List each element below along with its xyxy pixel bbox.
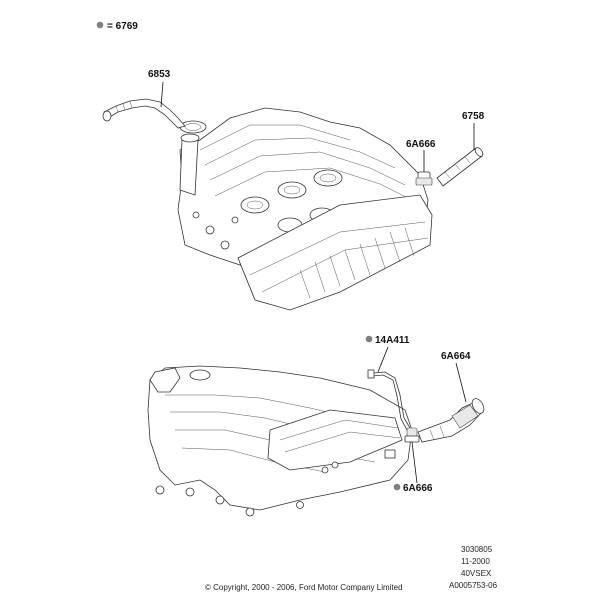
copyright-notice: © Copyright, 2000 - 2006, Ford Motor Com… <box>205 583 403 592</box>
callout-14A411-marker <box>365 335 373 343</box>
stamp-line-3: 40VSEX <box>461 569 492 578</box>
pcv-valve-lower <box>404 427 420 443</box>
callout-6A666-lower-marker <box>393 483 401 491</box>
callout-6A666-lower: 6A666 <box>403 483 433 494</box>
callout-6853: 6853 <box>148 69 171 80</box>
manifold-bolt-holes <box>155 485 304 517</box>
lower-intake-manifold <box>147 365 413 517</box>
tube-6758 <box>436 147 484 187</box>
legend-marker-dot <box>96 21 104 29</box>
legend: = 6769 <box>96 21 138 32</box>
pcv-valve-upper <box>415 171 433 186</box>
reference-stamp: 3030805 11-2000 40VSEX A0005753-06 <box>449 545 498 590</box>
stamp-line-4: A0005753-06 <box>449 581 498 590</box>
hose-assembly-6A664 <box>417 398 485 443</box>
upper-engine-assembly <box>177 107 433 311</box>
breather-hose-6853 <box>102 98 186 129</box>
callout-6A664: 6A664 <box>441 351 471 362</box>
stamp-line-2: 11-2000 <box>461 557 490 566</box>
callouts: 6853 6A666 6758 14A411 6A664 6A666 <box>148 69 485 494</box>
vacuum-line-14A411 <box>367 369 411 431</box>
callout-6A666-upper: 6A666 <box>406 139 436 150</box>
legend-text: = 6769 <box>107 21 138 32</box>
callout-14A411: 14A411 <box>375 335 410 346</box>
stamp-line-1: 3030805 <box>461 545 493 554</box>
callout-6758: 6758 <box>462 111 485 122</box>
